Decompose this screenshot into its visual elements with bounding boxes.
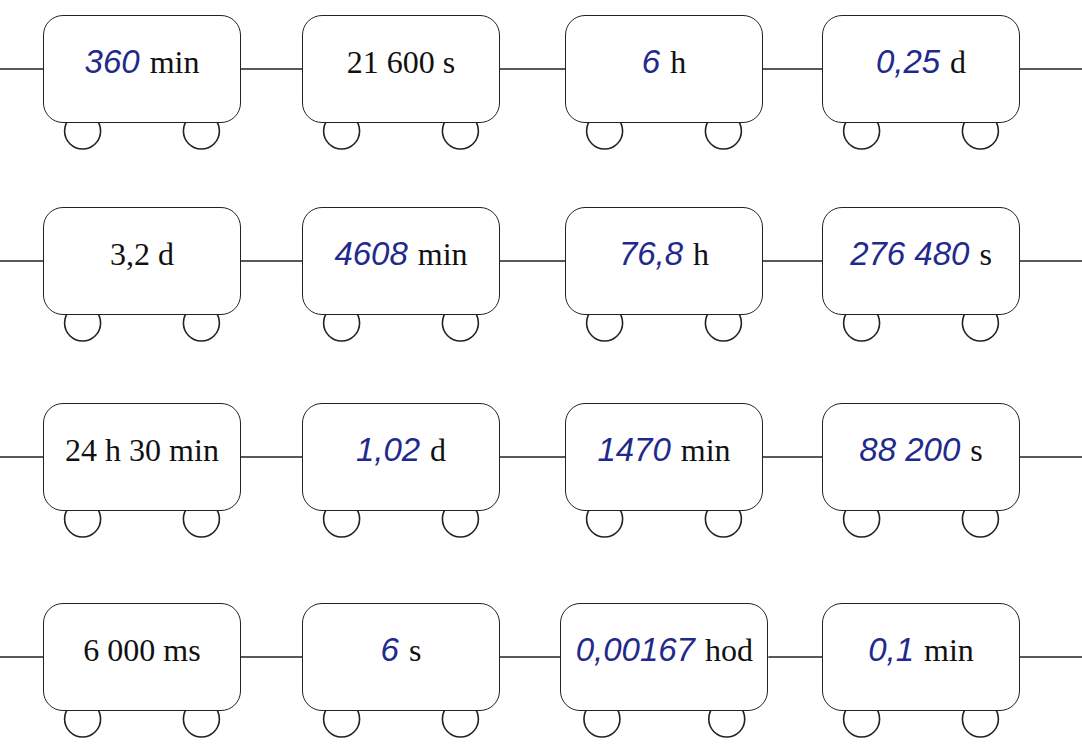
coupling-line bbox=[763, 456, 822, 458]
wagon-box: 276 480 s bbox=[822, 207, 1020, 315]
printed-value: h bbox=[693, 236, 709, 273]
handwritten-value: 0,25 bbox=[876, 43, 940, 81]
printed-value: d bbox=[430, 432, 446, 469]
wagon-box: 1,02 d bbox=[302, 403, 500, 511]
handwritten-value: 1,02 bbox=[356, 431, 420, 469]
printed-value: 3,2 d bbox=[110, 236, 174, 273]
handwritten-value: 6 bbox=[642, 43, 660, 81]
printed-value: s bbox=[970, 432, 982, 469]
coupling-line bbox=[500, 656, 560, 658]
wagon-text-row: 76,8 h bbox=[619, 235, 709, 273]
wagon-box: 0,00167 hod bbox=[560, 603, 768, 711]
coupling-line bbox=[763, 260, 822, 262]
wagon-coupling bbox=[241, 657, 302, 658]
wagon-box: 4608 min bbox=[302, 207, 500, 315]
wagon-coupling bbox=[768, 657, 822, 658]
wagon-text-row: 360 min bbox=[85, 43, 200, 81]
wagon-coupling bbox=[763, 69, 822, 70]
coupling-line bbox=[500, 260, 565, 262]
track-line bbox=[1020, 656, 1082, 658]
printed-value: hod bbox=[705, 632, 753, 669]
wagon-box: 6 000 ms bbox=[43, 603, 241, 711]
wagon-text-row: 276 480 s bbox=[850, 235, 992, 273]
wagon-coupling bbox=[500, 69, 565, 70]
wagon-box: 0,1 min bbox=[822, 603, 1020, 711]
wagon-coupling bbox=[500, 261, 565, 262]
handwritten-value: 0,1 bbox=[868, 631, 914, 669]
wagon-box: 360 min bbox=[43, 15, 241, 123]
printed-value: 24 h 30 min bbox=[65, 432, 219, 469]
wagon-coupling bbox=[241, 261, 302, 262]
wagon-box: 24 h 30 min bbox=[43, 403, 241, 511]
printed-value: h bbox=[670, 44, 686, 81]
wagon-coupling bbox=[500, 657, 560, 658]
wagon-text-row: 21 600 s bbox=[347, 44, 455, 81]
printed-value: s bbox=[409, 632, 421, 669]
wagon-box: 0,25 d bbox=[822, 15, 1020, 123]
wagon-text-row: 3,2 d bbox=[110, 236, 174, 273]
track-line bbox=[0, 260, 43, 262]
wagon-text-row: 6s bbox=[381, 631, 422, 669]
wagon-text-row: 6h bbox=[642, 43, 686, 81]
wagon-coupling bbox=[500, 457, 565, 458]
coupling-line bbox=[241, 68, 302, 70]
coupling-line bbox=[241, 456, 302, 458]
track-line bbox=[0, 68, 43, 70]
printed-value: min bbox=[150, 44, 200, 81]
wagon-coupling bbox=[763, 261, 822, 262]
handwritten-value: 76,8 bbox=[619, 235, 683, 273]
printed-value: 21 600 s bbox=[347, 44, 455, 81]
wagon-box: 21 600 s bbox=[302, 15, 500, 123]
wagon-text-row: 6 000 ms bbox=[83, 632, 200, 669]
wagon-text-row: 1,02 d bbox=[356, 431, 446, 469]
wagon-box: 88 200 s bbox=[822, 403, 1020, 511]
track-line bbox=[1020, 456, 1082, 458]
handwritten-value: 1470 bbox=[597, 431, 670, 469]
wagon-text-row: 88 200 s bbox=[859, 431, 982, 469]
wagon-text-row: 0,1 min bbox=[868, 631, 974, 669]
track-line bbox=[0, 656, 43, 658]
wagon-box: 3,2 d bbox=[43, 207, 241, 315]
printed-value: min bbox=[924, 632, 974, 669]
wagon-text-row: 0,00167 hod bbox=[576, 631, 753, 669]
wagon-text-row: 0,25 d bbox=[876, 43, 966, 81]
wagon-box: 6s bbox=[302, 603, 500, 711]
wagon-text-row: 4608 min bbox=[334, 235, 467, 273]
printed-value: 6 000 ms bbox=[83, 632, 200, 669]
wagon-coupling bbox=[241, 69, 302, 70]
printed-value: d bbox=[950, 44, 966, 81]
printed-value: s bbox=[979, 236, 991, 273]
coupling-line bbox=[763, 68, 822, 70]
wagon-box: 1470 min bbox=[565, 403, 763, 511]
coupling-line bbox=[500, 456, 565, 458]
wagon-coupling bbox=[763, 457, 822, 458]
track-line bbox=[1020, 68, 1082, 70]
printed-value: min bbox=[418, 236, 468, 273]
handwritten-value: 6 bbox=[381, 631, 399, 669]
wagon-text-row: 24 h 30 min bbox=[65, 432, 219, 469]
wagon-box: 6h bbox=[565, 15, 763, 123]
handwritten-value: 4608 bbox=[334, 235, 407, 273]
handwritten-value: 88 200 bbox=[859, 431, 960, 469]
handwritten-value: 360 bbox=[85, 43, 140, 81]
coupling-line bbox=[241, 656, 302, 658]
track-line bbox=[1020, 260, 1082, 262]
wagon-text-row: 1470 min bbox=[597, 431, 730, 469]
wagon-coupling bbox=[241, 457, 302, 458]
coupling-line bbox=[500, 68, 565, 70]
wagon-box: 76,8 h bbox=[565, 207, 763, 315]
coupling-line bbox=[768, 656, 822, 658]
printed-value: min bbox=[681, 432, 731, 469]
handwritten-value: 0,00167 bbox=[576, 631, 695, 669]
track-line bbox=[0, 456, 43, 458]
handwritten-value: 276 480 bbox=[850, 235, 969, 273]
coupling-line bbox=[241, 260, 302, 262]
